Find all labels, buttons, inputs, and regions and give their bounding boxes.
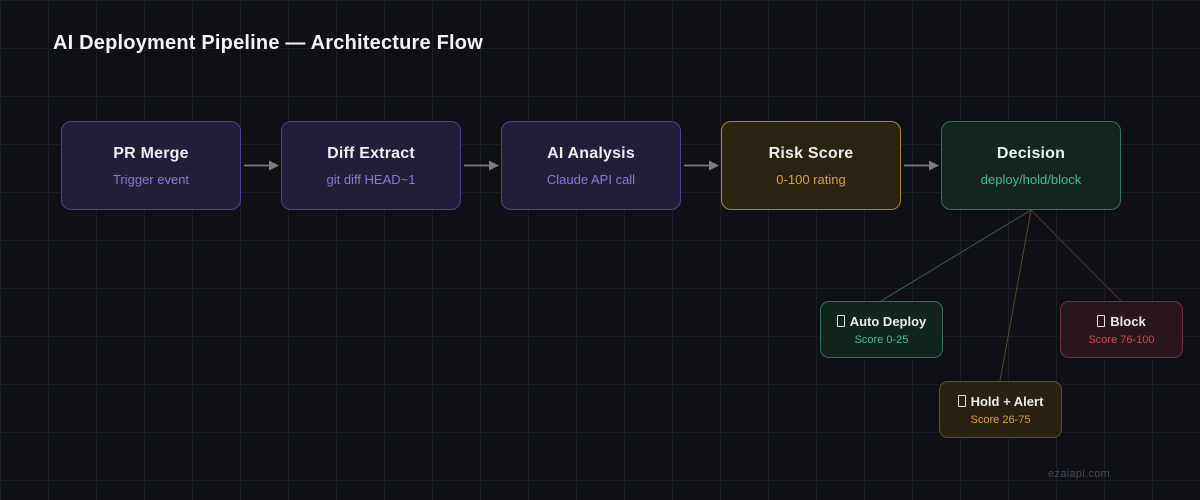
connector-hold-alert (999, 209, 1032, 382)
node-ai-analysis: AI Analysis Claude API call (501, 121, 681, 210)
node-decision: Decision deploy/hold/block (941, 121, 1121, 210)
branch-title: Hold + Alert (970, 393, 1044, 409)
branch-hold-alert: Hold + Alert Score 26-75 (939, 381, 1062, 438)
node-subtitle: Claude API call (546, 171, 636, 187)
node-title: Decision (996, 144, 1066, 162)
missing-glyph-icon (1097, 315, 1106, 327)
missing-glyph-icon (836, 315, 845, 327)
connector-auto-deploy (880, 209, 1032, 302)
node-pr-merge: PR Merge Trigger event (61, 121, 241, 210)
node-title: Diff Extract (327, 144, 415, 162)
branch-title-row: Block (1097, 313, 1146, 329)
branch-title-row: Auto Deploy (836, 313, 927, 329)
node-subtitle: Trigger event (112, 171, 190, 187)
node-diff-extract: Diff Extract git diff HEAD~1 (281, 121, 461, 210)
branch-title-row: Hold + Alert (957, 393, 1044, 409)
node-title: AI Analysis (547, 144, 635, 162)
flow-arrow (244, 160, 939, 171)
node-subtitle: 0-100 rating (776, 171, 846, 187)
node-title: Risk Score (768, 144, 854, 162)
branch-connectors (880, 209, 1122, 382)
node-subtitle: deploy/hold/block (980, 171, 1082, 187)
branch-subtitle: Score 0-25 (854, 333, 909, 346)
node-title: PR Merge (113, 144, 189, 162)
missing-glyph-icon (957, 395, 966, 407)
node-risk-score: Risk Score 0-100 rating (721, 121, 901, 210)
branch-block: Block Score 76-100 (1060, 301, 1183, 358)
page-title: AI Deployment Pipeline — Architecture Fl… (53, 32, 483, 54)
watermark: ezaiapi.com (1048, 468, 1110, 480)
connector-block (1030, 209, 1122, 302)
branch-title: Auto Deploy (849, 313, 927, 329)
branch-title: Block (1110, 313, 1146, 329)
node-subtitle: git diff HEAD~1 (326, 171, 416, 187)
branch-subtitle: Score 26-75 (970, 413, 1031, 426)
branch-auto-deploy: Auto Deploy Score 0-25 (820, 301, 943, 358)
branch-subtitle: Score 76-100 (1088, 333, 1155, 346)
